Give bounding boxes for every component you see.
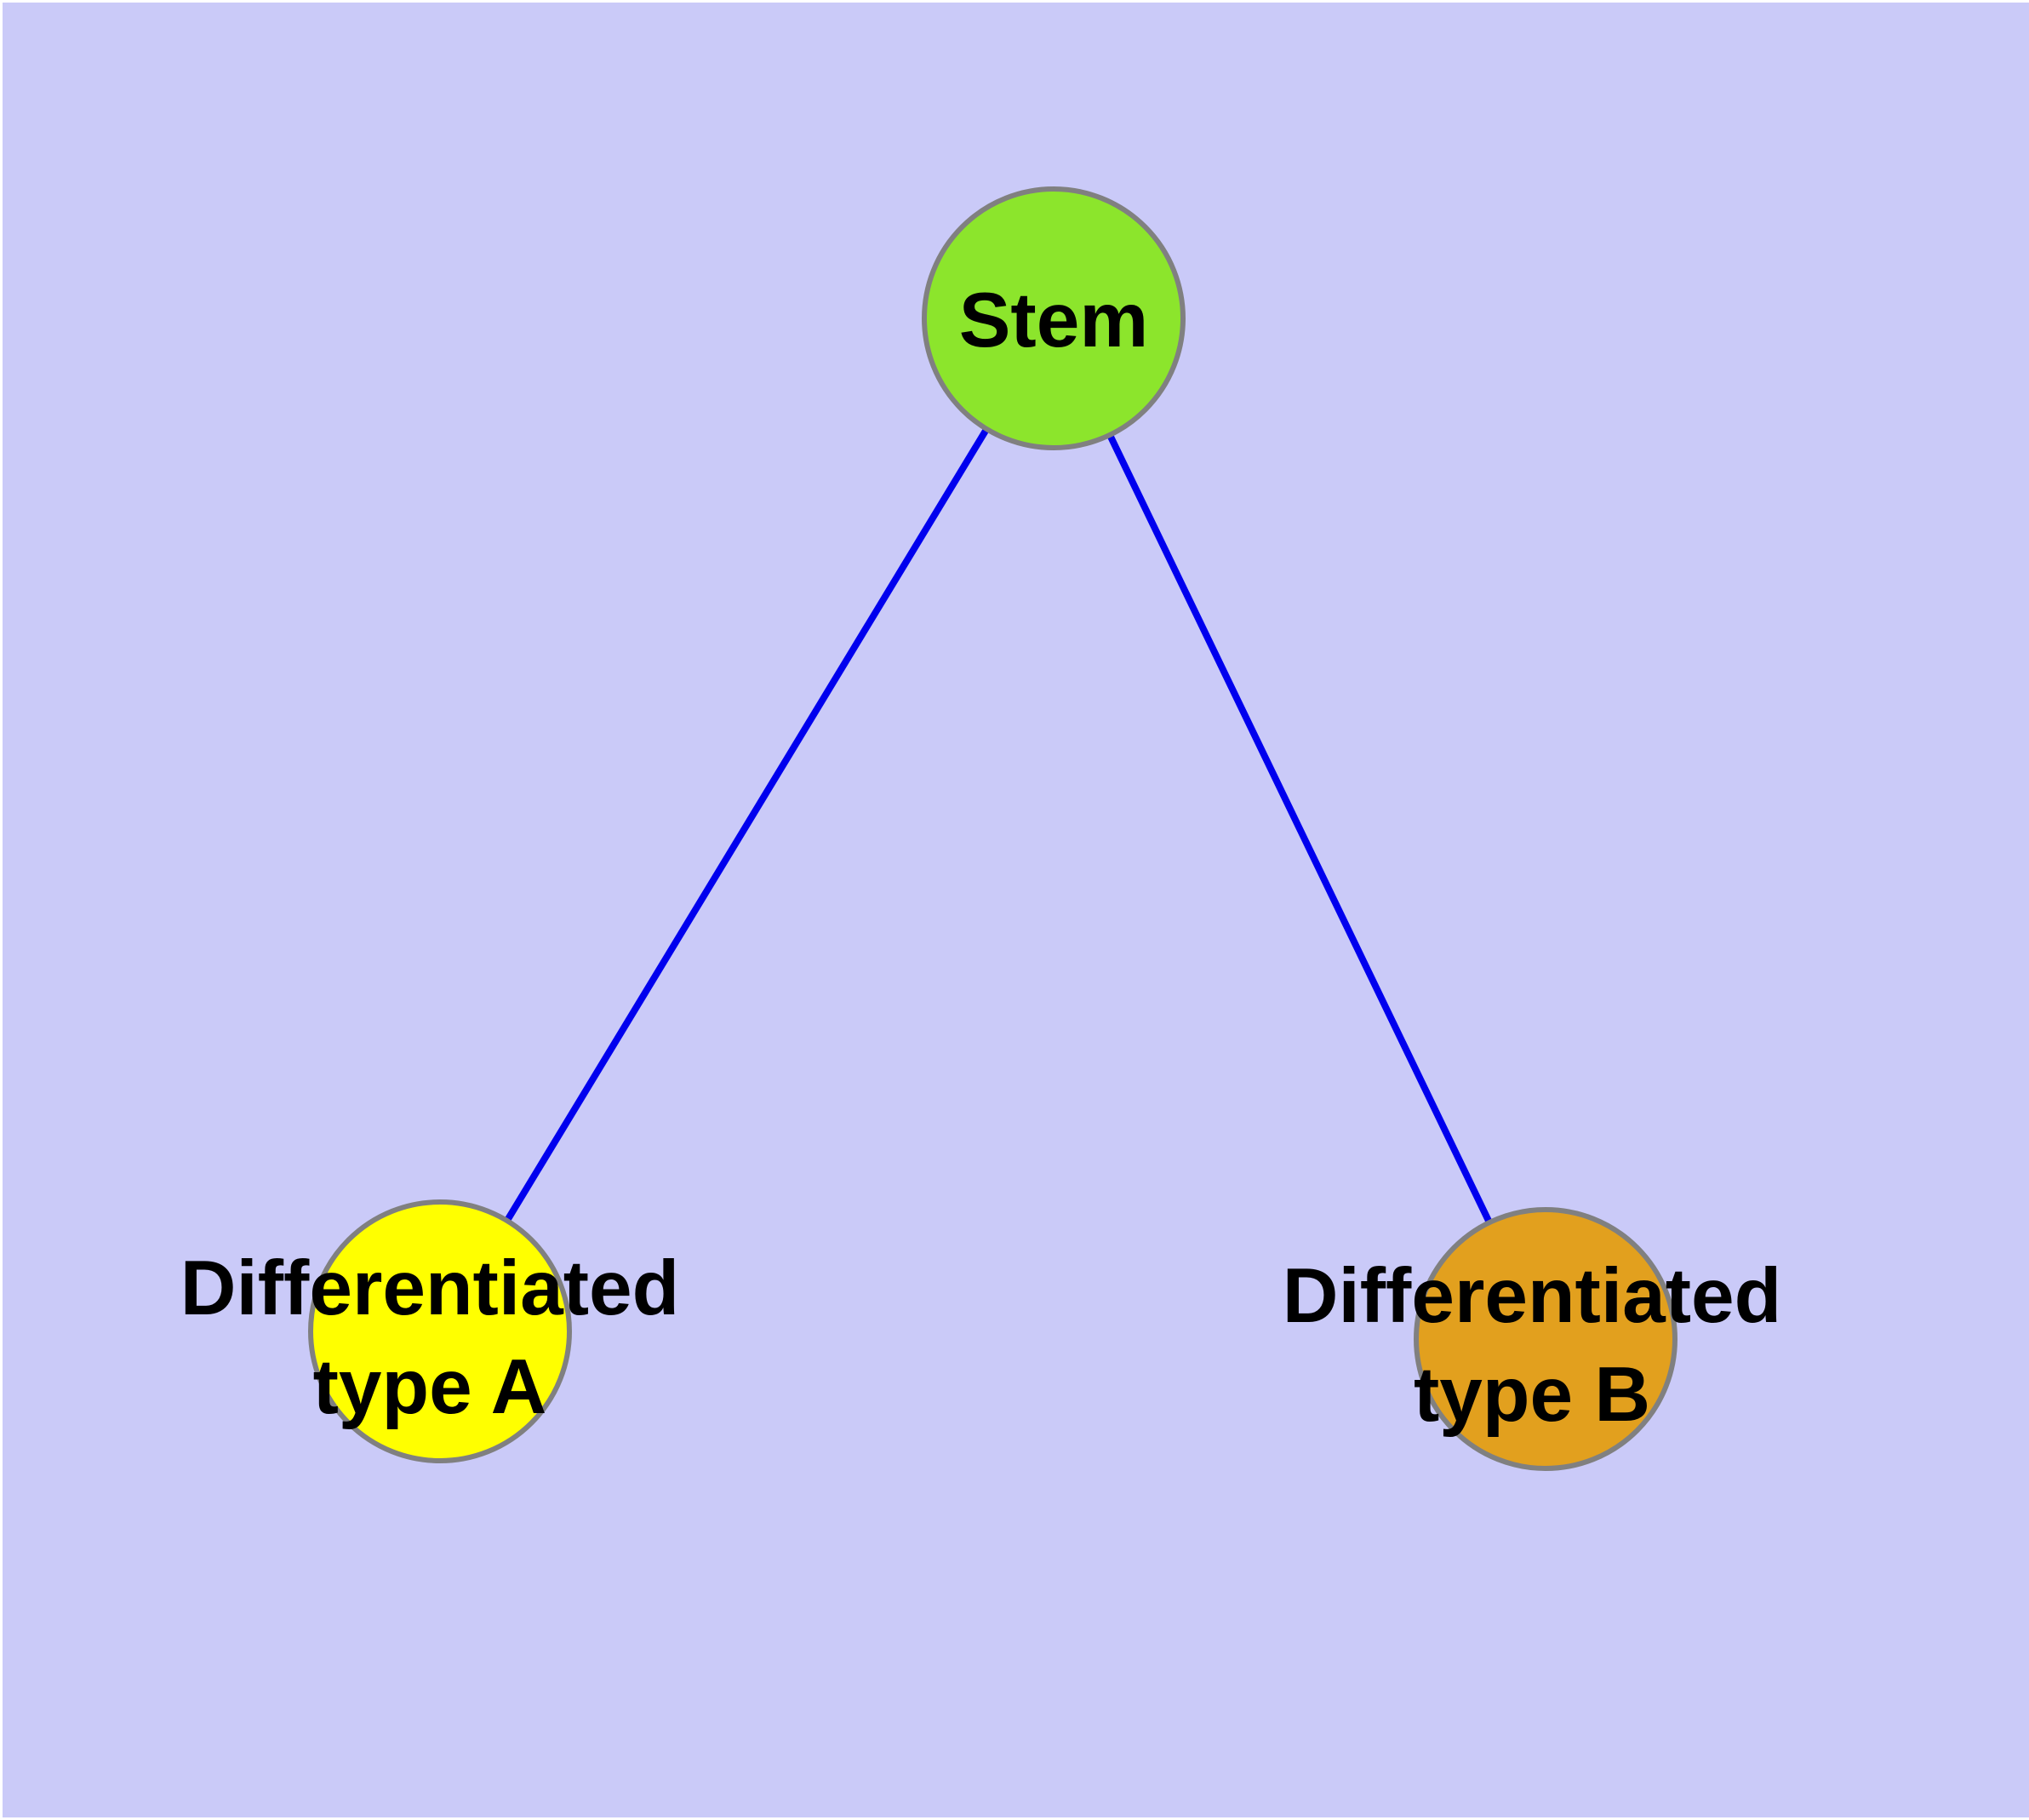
node-stem-label: Stem — [959, 278, 1149, 363]
node-type-a-circle — [308, 1199, 572, 1463]
node-type-b-label-line-1: Differentiated — [1283, 1253, 1782, 1339]
node-type-a-label-line-1: Differentiated — [180, 1245, 680, 1331]
edge-stem-to-type-a — [437, 316, 1057, 1334]
node-stem-circle — [922, 186, 1186, 450]
edge-stem-to-type-b — [1050, 317, 1549, 1341]
node-type-b-label-line-2: type B — [1414, 1352, 1650, 1438]
node-type-a-label-line-2: type A — [313, 1344, 547, 1430]
node-type-b-circle — [1414, 1207, 1677, 1471]
